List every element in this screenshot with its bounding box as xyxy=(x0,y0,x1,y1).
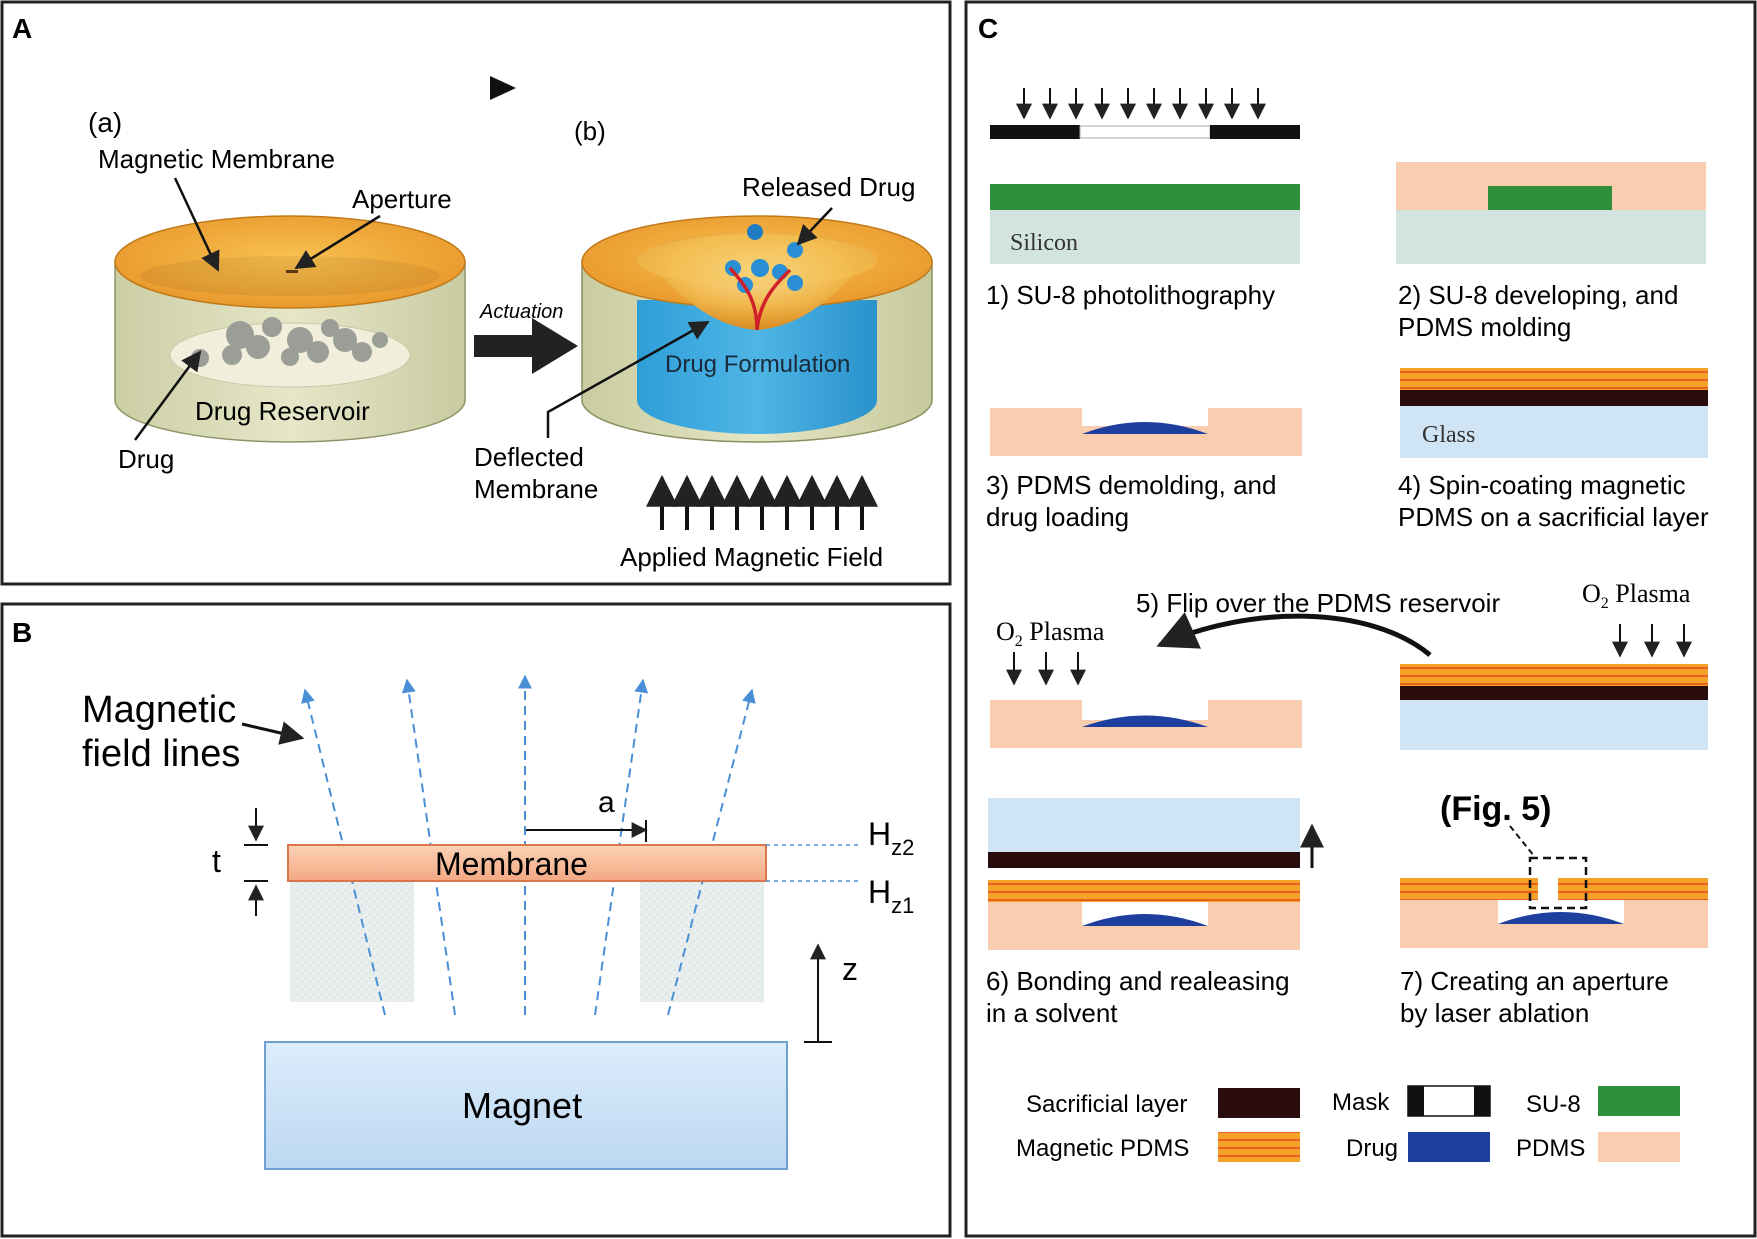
label-deflected-1: Deflected xyxy=(474,442,584,472)
panel-b-label: B xyxy=(12,617,32,648)
label-drug-reservoir: Drug Reservoir xyxy=(195,396,370,426)
leader-magnetic-membrane xyxy=(173,177,220,272)
step6-caption-1: 6) Bonding and realeasing xyxy=(986,966,1290,996)
leader-deflected-membrane xyxy=(546,320,710,438)
panel-a-label: A xyxy=(12,13,32,44)
fig5-callout: (Fig. 5) xyxy=(1440,790,1551,828)
legend-sacrificial-swatch xyxy=(1218,1088,1300,1118)
panel-b: B Membrane Hz2 Hz1 a t xyxy=(0,602,952,1238)
step2-caption-2: PDMS molding xyxy=(1398,312,1571,342)
step7-stack xyxy=(1400,856,1708,948)
legend-mask-swatch xyxy=(1407,1085,1491,1117)
actuation-arrow xyxy=(474,318,578,374)
step5-caption: 5) Flip over the PDMS reservoir xyxy=(1136,588,1500,618)
step3-stack xyxy=(990,408,1302,456)
o2-plasma-left: O2 Plasma xyxy=(996,617,1105,650)
legend-drug-label: Drug xyxy=(1346,1135,1398,1162)
step4-caption-1: 4) Spin-coating magnetic xyxy=(1398,470,1686,500)
leader-drug xyxy=(133,350,202,441)
aperture-detail-box xyxy=(1528,856,1588,910)
step6-caption-2: in a solvent xyxy=(986,998,1118,1028)
label-z: z xyxy=(842,951,858,987)
label-hz2: Hz2 xyxy=(868,816,914,860)
legend-drug-swatch xyxy=(1408,1132,1490,1162)
legend-magnetic-pdms-label: Magnetic PDMS xyxy=(1016,1135,1189,1162)
label-membrane: Membrane xyxy=(435,846,588,882)
sub-label-a: (a) xyxy=(88,107,122,138)
fig5-leader xyxy=(1509,825,1535,857)
step4-caption-2: PDMS on a sacrificial layer xyxy=(1398,502,1709,532)
legend-magnetic-pdms-swatch xyxy=(1218,1132,1300,1162)
label-applied-field: Applied Magnetic Field xyxy=(620,542,883,572)
plasma-arrows-right xyxy=(1612,624,1692,658)
label-actuation: Actuation xyxy=(479,301,563,323)
label-hz1: Hz1 xyxy=(868,874,914,918)
step3-caption-2: drug loading xyxy=(986,502,1129,532)
sub-label-b: (b) xyxy=(574,116,606,146)
play-marker-icon xyxy=(490,76,516,100)
o2-plasma-right: O2 Plasma xyxy=(1582,579,1691,612)
panel-c: C Silicon 1) SU-8 photolithography xyxy=(964,0,1757,1238)
legend: Sacrificial layer Mask SU-8 Magnetic PDM… xyxy=(1016,1085,1680,1162)
label-magnetic-membrane: Magnetic Membrane xyxy=(98,144,335,174)
label-glass: Glass xyxy=(1422,422,1475,448)
label-field-lines-1: Magnetic xyxy=(82,689,236,731)
step6-stack xyxy=(988,798,1324,950)
label-drug: Drug xyxy=(118,444,174,474)
legend-pdms-label: PDMS xyxy=(1516,1135,1585,1162)
label-magnet: Magnet xyxy=(462,1085,582,1126)
leader-aperture xyxy=(294,214,381,270)
step5-right-stack xyxy=(1400,664,1708,750)
legend-su8-swatch xyxy=(1598,1086,1680,1116)
dimension-t xyxy=(244,808,268,916)
release-path-arrow xyxy=(728,266,792,331)
applied-field-arrows xyxy=(646,474,878,530)
step1-stack: Silicon xyxy=(990,184,1300,264)
label-deflected-2: Membrane xyxy=(474,474,598,504)
step2-stack xyxy=(1396,162,1706,264)
leader-field-lines xyxy=(241,721,305,745)
support-left xyxy=(290,880,414,1002)
aperture-slot xyxy=(286,270,298,273)
flip-arrow xyxy=(1156,612,1432,657)
leader-released-drug xyxy=(796,207,833,246)
step1-caption: 1) SU-8 photolithography xyxy=(986,280,1275,310)
panel-c-label: C xyxy=(978,13,998,44)
uv-arrows xyxy=(1016,88,1266,120)
label-aperture: Aperture xyxy=(352,184,452,214)
legend-sacrificial-label: Sacrificial layer xyxy=(1026,1091,1187,1118)
step7-caption-1: 7) Creating an aperture xyxy=(1400,966,1669,996)
legend-mask-label: Mask xyxy=(1332,1089,1390,1116)
membrane-bar xyxy=(287,844,767,882)
photomask xyxy=(990,125,1300,139)
step7-caption-2: by laser ablation xyxy=(1400,998,1589,1028)
label-field-lines-2: field lines xyxy=(82,733,240,775)
reservoir-cylinder-a xyxy=(114,215,466,443)
label-released-drug: Released Drug xyxy=(742,172,915,202)
label-a: a xyxy=(598,786,615,819)
legend-pdms-swatch xyxy=(1598,1132,1680,1162)
label-drug-formulation: Drug Formulation xyxy=(665,351,850,378)
step3-caption-1: 3) PDMS demolding, and xyxy=(986,470,1276,500)
label-silicon: Silicon xyxy=(1010,230,1078,256)
panel-a: A (a) Magnetic Membrane Aperture Drug Re… xyxy=(0,0,952,586)
step5-left-stack xyxy=(990,700,1302,748)
magnet-block xyxy=(264,1041,788,1170)
legend-su8-label: SU-8 xyxy=(1526,1091,1581,1118)
step4-stack: Glass xyxy=(1400,368,1708,458)
plasma-arrows-left xyxy=(1006,652,1086,686)
released-drug-spheres xyxy=(725,224,803,331)
label-t: t xyxy=(212,843,221,879)
support-right xyxy=(640,880,764,1002)
step2-caption-1: 2) SU-8 developing, and xyxy=(1398,280,1678,310)
